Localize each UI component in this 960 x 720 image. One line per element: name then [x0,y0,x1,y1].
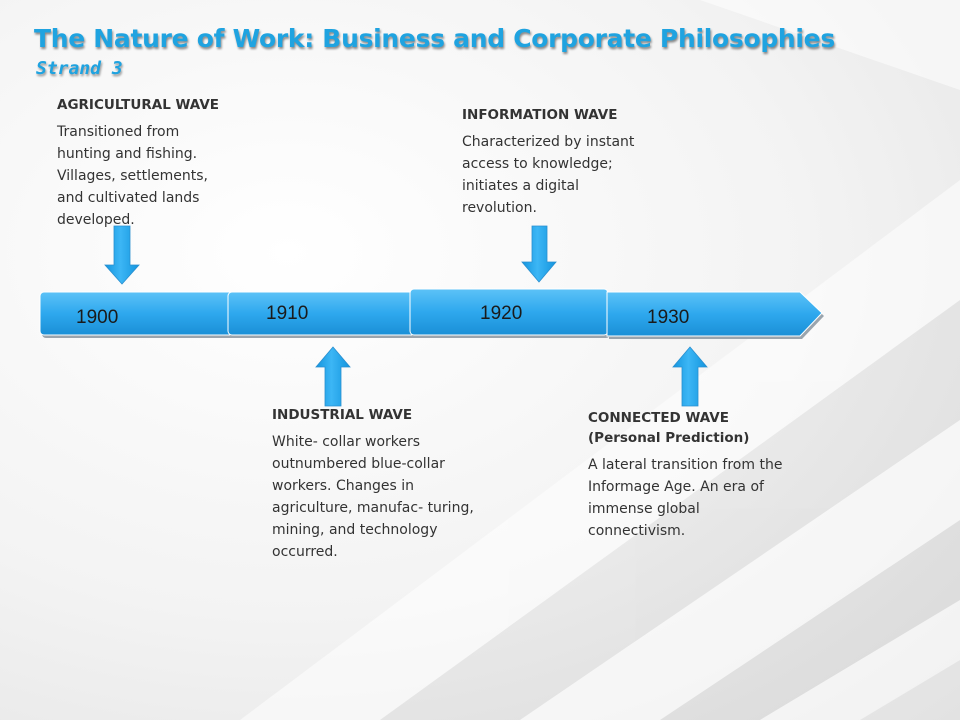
connected-wave-card: CONNECTED WAVE (Personal Prediction) A l… [588,408,788,542]
year-label-1910: 1910 [266,303,309,324]
slide-subtitle: Strand 3 [36,58,123,79]
year-label-1930: 1930 [647,307,690,328]
connected-wave-text: A lateral transition from the Informage … [588,457,783,539]
agricultural-wave-card: AGRICULTURAL WAVE Transitioned from hunt… [57,95,232,231]
information-wave-card: INFORMATION WAVE Characterized by instan… [462,105,657,219]
industrial-wave-text: White- collar workers outnumbered blue-c… [272,434,474,560]
industrial-wave-heading: INDUSTRIAL WAVE [272,407,413,423]
year-label-1900: 1900 [76,307,119,328]
slide-title: The Nature of Work: Business and Corpora… [34,24,835,53]
information-wave-heading: INFORMATION WAVE [462,107,618,123]
agricultural-wave-text: Transitioned from hunting and fishing. V… [57,124,208,228]
information-wave-text: Characterized by instant access to knowl… [462,134,635,216]
connected-wave-heading: CONNECTED WAVE (Personal Prediction) [588,410,750,446]
year-label-1920: 1920 [480,303,523,324]
agricultural-wave-heading: AGRICULTURAL WAVE [57,97,219,113]
industrial-wave-card: INDUSTRIAL WAVE White- collar workers ou… [272,405,477,563]
